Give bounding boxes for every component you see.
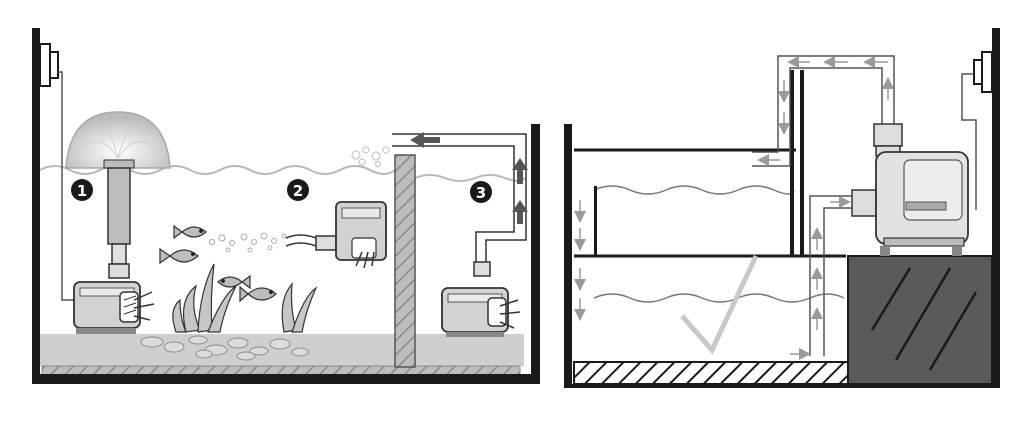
fountain-dome-icon (65, 111, 171, 169)
left-water-surface (39, 165, 396, 175)
flow-arrow-icon (574, 56, 894, 360)
check-mark-icon (680, 254, 759, 355)
right-sump-system (564, 28, 1000, 388)
left-aquarium: 1 2 3 (32, 28, 540, 384)
pebbles (140, 335, 309, 361)
callout-3-label: 3 (476, 184, 486, 202)
aquatic-plant-icon (172, 263, 318, 333)
callout-2-label: 2 (293, 182, 303, 200)
power-socket-icon (973, 51, 993, 93)
tank-divider-wall (394, 154, 416, 368)
external-pump (851, 123, 969, 256)
return-pump-3 (351, 132, 528, 337)
fish-icon (159, 224, 277, 303)
callout-1: 1 (71, 179, 93, 201)
callout-3: 3 (470, 181, 492, 203)
fountain-pump-1 (65, 111, 171, 334)
power-socket-icon (39, 43, 59, 87)
wavemaker-pump-2 (285, 201, 387, 269)
flow-arrow-icon (410, 132, 528, 224)
callout-2: 2 (287, 179, 309, 201)
lower-sump-water (593, 293, 845, 303)
air-bubbles (209, 232, 287, 253)
return-pipe (809, 195, 852, 356)
submersible-pump-icon (73, 281, 155, 334)
callout-1-label: 1 (77, 182, 87, 200)
